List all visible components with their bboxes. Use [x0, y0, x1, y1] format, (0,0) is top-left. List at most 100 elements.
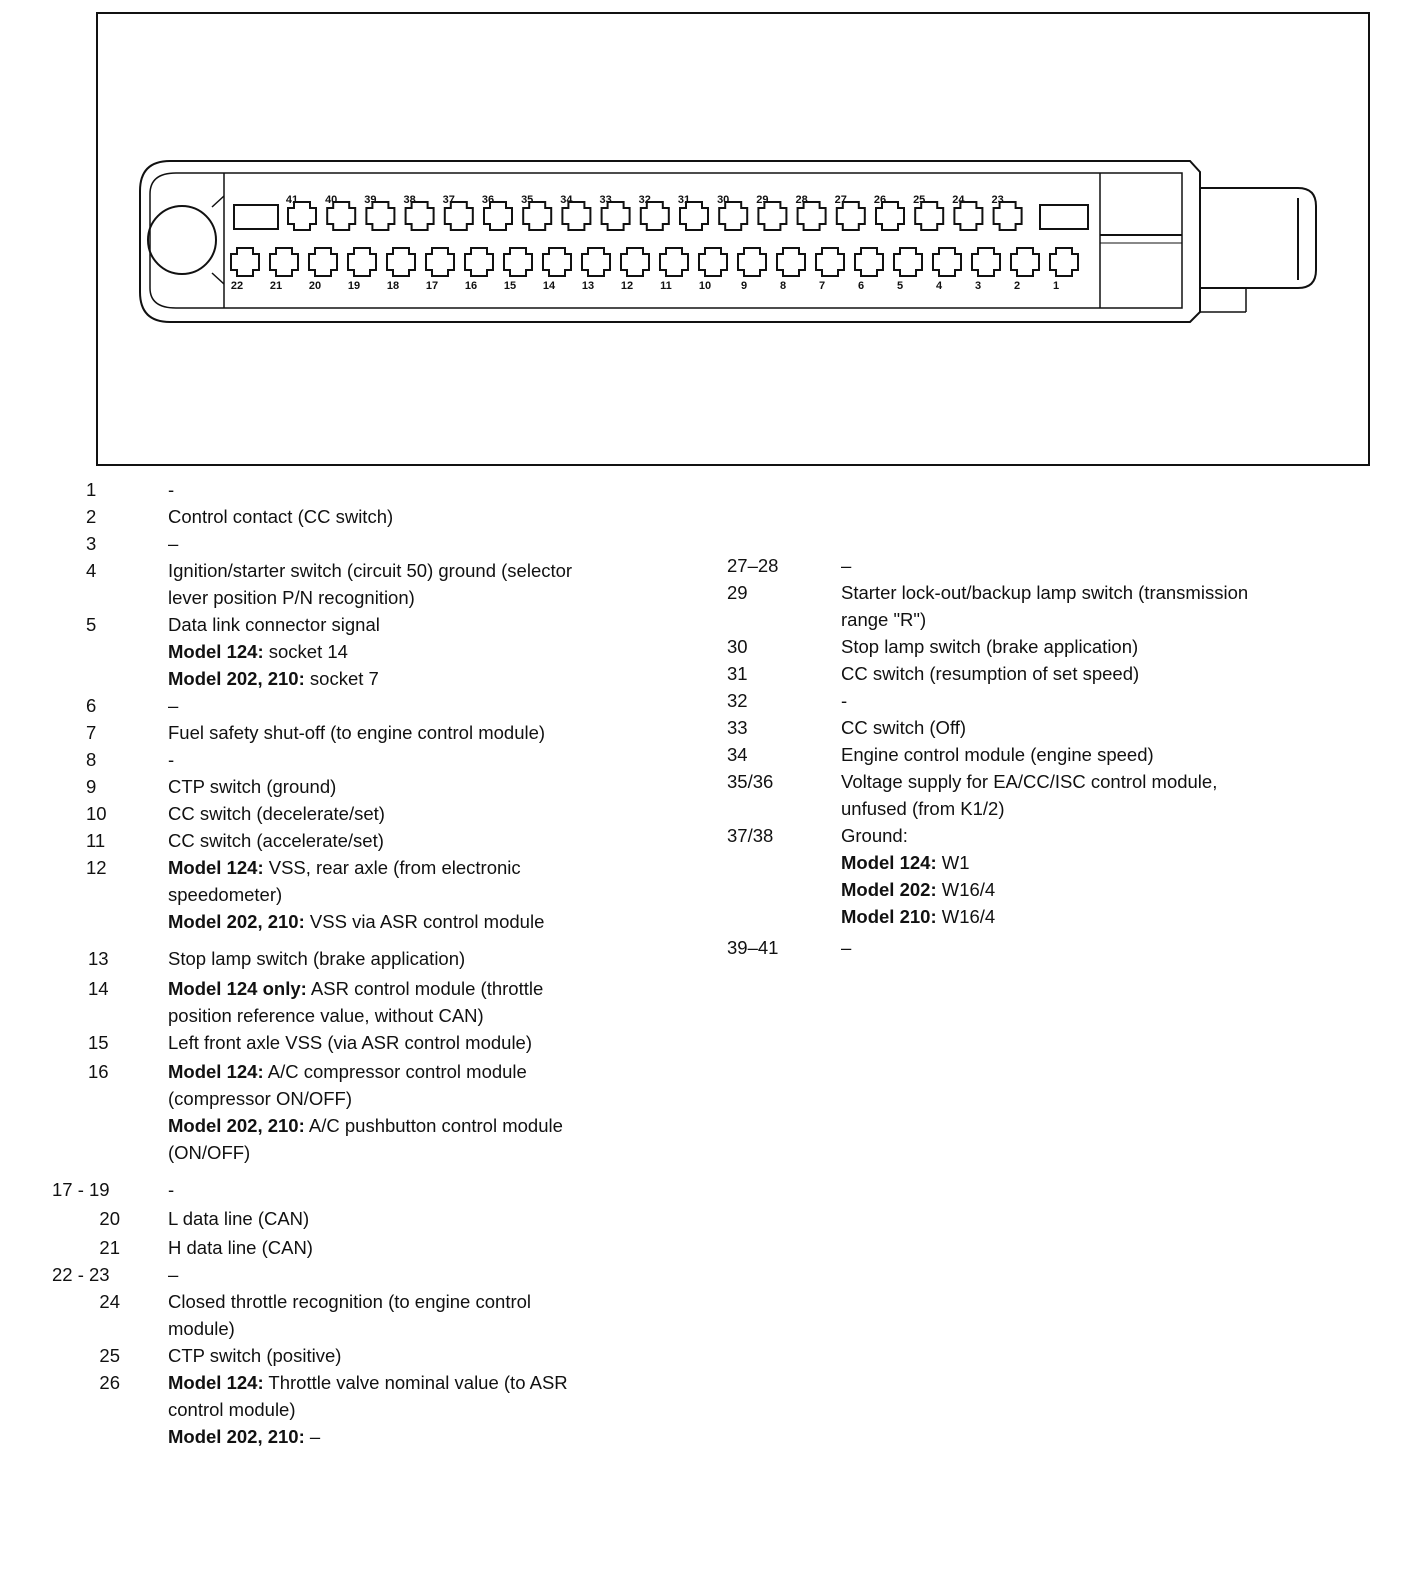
description-text: Closed throttle recognition (to engine c… [168, 1291, 532, 1312]
description-text: - [168, 1179, 175, 1200]
pin-number: 7 [86, 722, 97, 743]
model-label: Model 210: [841, 906, 937, 927]
pin-socket-32 [639, 201, 670, 231]
description-text: VSS, rear axle (from electronic [263, 857, 521, 878]
pin-label-40: 40 [325, 194, 337, 206]
description-text: Throttle valve nominal value (to ASR [263, 1372, 568, 1393]
pin-socket-20 [308, 247, 338, 277]
pin-socket-17 [425, 247, 455, 277]
description-text: – [304, 1426, 321, 1447]
pin-number: 16 [88, 1061, 109, 1082]
description-text: H data line (CAN) [168, 1237, 313, 1258]
description-line: (compressor ON/OFF) [168, 1085, 563, 1112]
description-line: Control contact (CC switch) [168, 503, 393, 530]
description-line: CTP switch (positive) [168, 1342, 341, 1369]
pin-label-23: 23 [991, 194, 1003, 206]
pin-number: 15 [88, 1032, 109, 1053]
pin-label-37: 37 [443, 194, 455, 206]
pin-socket-14 [542, 247, 572, 277]
pin-description: - [168, 746, 174, 773]
description-text: CC switch (decelerate/set) [168, 803, 385, 824]
description-text: - [168, 479, 175, 500]
pin-description: Control contact (CC switch) [168, 503, 393, 530]
description-text: (compressor ON/OFF) [168, 1088, 352, 1109]
pin-description: Starter lock-out/backup lamp switch (tra… [841, 579, 1248, 633]
description-line: Model 124 only: ASR control module (thro… [168, 975, 543, 1002]
description-line: – [841, 934, 851, 961]
description-text: Fuel safety shut-off (to engine control … [168, 722, 546, 743]
pin-label-26: 26 [874, 194, 886, 206]
pin-number: 17 - 19 [52, 1179, 110, 1200]
pin-socket-30 [718, 201, 749, 231]
connector-blank-slot-right [1039, 204, 1089, 230]
description-text: L data line (CAN) [168, 1208, 310, 1229]
description-line: Model 202, 210: socket 7 [168, 665, 380, 692]
pin-number: 20 [99, 1208, 120, 1229]
pin-label-5: 5 [897, 280, 903, 292]
pin-socket-10 [698, 247, 728, 277]
pin-label-29: 29 [756, 194, 768, 206]
pin-socket-3 [971, 247, 1001, 277]
pin-number: 30 [727, 636, 748, 657]
description-line: Data link connector signal [168, 611, 380, 638]
description-line: unfused (from K1/2) [841, 795, 1217, 822]
connector-blank-slot-left [233, 204, 279, 230]
pin-label-34: 34 [560, 194, 573, 206]
pin-socket-39 [365, 201, 396, 231]
description-text: CC switch (resumption of set speed) [841, 663, 1140, 684]
pin-label-38: 38 [403, 194, 415, 206]
description-line: - [841, 687, 847, 714]
pin-description: CTP switch (ground) [168, 773, 336, 800]
description-line: Stop lamp switch (brake application) [841, 633, 1138, 660]
pin-label-17: 17 [426, 280, 438, 292]
description-text: (ON/OFF) [168, 1142, 251, 1163]
description-text: Engine control module (engine speed) [841, 744, 1154, 765]
pin-number: 32 [727, 690, 748, 711]
pin-description: – [168, 530, 178, 557]
description-text: – [168, 1264, 179, 1285]
pin-socket-33 [600, 201, 631, 231]
description-text: position reference value, without CAN) [168, 1005, 484, 1026]
description-text: CC switch (accelerate/set) [168, 830, 384, 851]
pin-description: - [841, 687, 847, 714]
pin-label-19: 19 [348, 280, 360, 292]
pin-label-28: 28 [795, 194, 807, 206]
description-line: Left front axle VSS (via ASR control mod… [168, 1029, 532, 1056]
pin-socket-8 [776, 247, 806, 277]
pin-label-1: 1 [1053, 280, 1059, 292]
description-line: - [168, 746, 174, 773]
description-text: A/C compressor control module [263, 1061, 527, 1082]
description-line: Model 124: A/C compressor control module [168, 1058, 563, 1085]
pin-number: 39–41 [727, 937, 779, 958]
pin-socket-2 [1010, 247, 1040, 277]
description-text: Left front axle VSS (via ASR control mod… [168, 1032, 533, 1053]
pin-number: 1 [86, 479, 97, 500]
pin-label-31: 31 [678, 194, 690, 206]
pin-socket-27 [835, 201, 866, 231]
model-label: Model 202: [841, 879, 937, 900]
description-text: range "R") [841, 609, 927, 630]
description-line: control module) [168, 1396, 568, 1423]
pin-description: Voltage supply for EA/CC/ISC control mod… [841, 768, 1217, 822]
pin-description: Stop lamp switch (brake application) [168, 945, 465, 972]
pin-label-22: 22 [231, 280, 243, 292]
model-label: Model 124 only: [168, 978, 307, 999]
description-line: Stop lamp switch (brake application) [168, 945, 465, 972]
description-text: control module) [168, 1399, 296, 1420]
pin-description: Stop lamp switch (brake application) [841, 633, 1138, 660]
description-text: CTP switch (positive) [168, 1345, 342, 1366]
description-text: module) [168, 1318, 235, 1339]
description-line: Ignition/starter switch (circuit 50) gro… [168, 557, 572, 584]
pin-socket-29 [757, 201, 788, 231]
description-text: Stop lamp switch (brake application) [841, 636, 1139, 657]
description-line: – [168, 692, 178, 719]
pin-number: 9 [86, 776, 97, 797]
pin-label-33: 33 [599, 194, 611, 206]
pin-label-24: 24 [952, 194, 965, 206]
pin-number: 12 [86, 857, 107, 878]
pin-socket-24 [953, 201, 984, 231]
